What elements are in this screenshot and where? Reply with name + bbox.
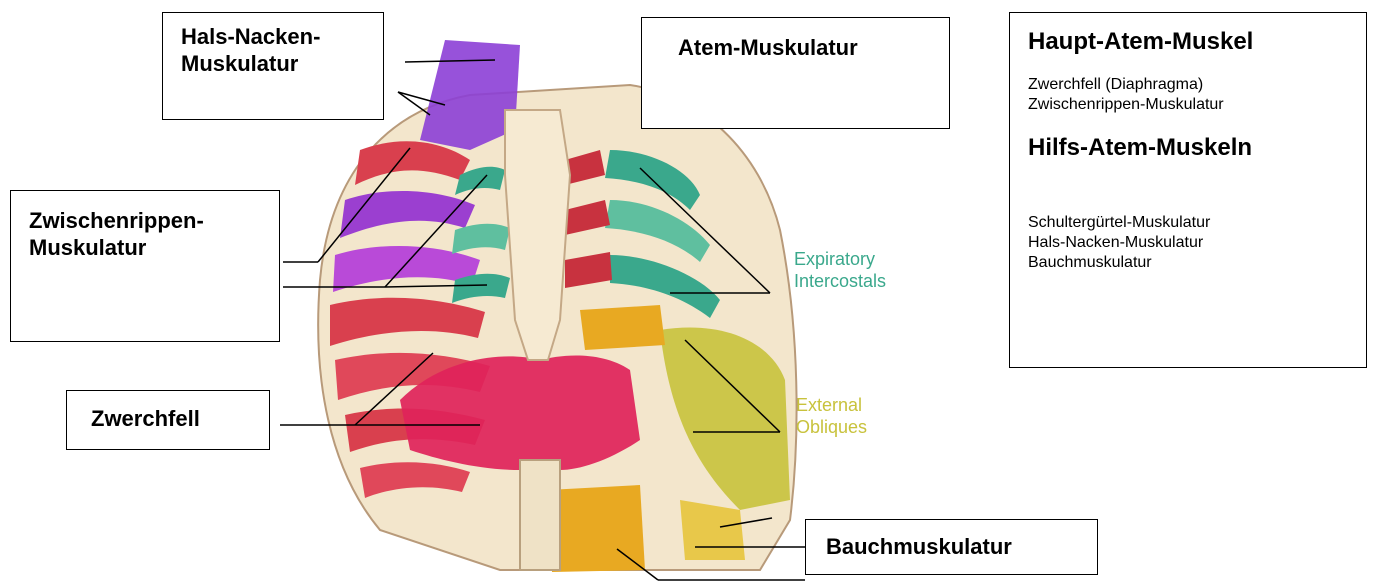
- heading-main-muscles: Haupt-Atem-Muskel: [1028, 27, 1366, 57]
- upper-abdominal-muscle: [580, 305, 665, 350]
- expiratory-intercostals-label: Expiratory Intercostals: [794, 248, 886, 292]
- label-box-bauchmuskulatur: Bauchmuskulatur: [805, 519, 1098, 575]
- label-box-zwischenrippen: Zwischenrippen- Muskulatur: [10, 190, 280, 342]
- aux-item: Bauchmuskulatur: [1028, 253, 1366, 273]
- info-box: Haupt-Atem-Muskel Zwerchfell (Diaphragma…: [1009, 12, 1367, 368]
- main-item: Zwischenrippen-Muskulatur: [1028, 95, 1366, 115]
- main-item: Zwerchfell (Diaphragma): [1028, 75, 1366, 95]
- zwischenrippen-label: Zwischenrippen- Muskulatur: [29, 207, 279, 261]
- bauchmuskulatur-label: Bauchmuskulatur: [826, 533, 1097, 560]
- aux-item: Hals-Nacken-Muskulatur: [1028, 233, 1366, 253]
- heading-aux-muscles: Hilfs-Atem-Muskeln: [1028, 133, 1366, 163]
- label-box-hals-nacken: Hals-Nacken- Muskulatur: [162, 12, 384, 120]
- external-obliques-label: External Obliques: [796, 394, 867, 438]
- label-box-zwerchfell: Zwerchfell: [66, 390, 270, 450]
- label-box-atem-muskulatur: Atem-Muskulatur: [641, 17, 950, 129]
- spine: [520, 460, 560, 570]
- aux-item: Schultergürtel-Muskulatur: [1028, 213, 1366, 233]
- zwerchfell-label: Zwerchfell: [91, 405, 269, 432]
- hals-nacken-label: Hals-Nacken- Muskulatur: [181, 23, 383, 77]
- atem-muskulatur-label: Atem-Muskulatur: [678, 34, 949, 61]
